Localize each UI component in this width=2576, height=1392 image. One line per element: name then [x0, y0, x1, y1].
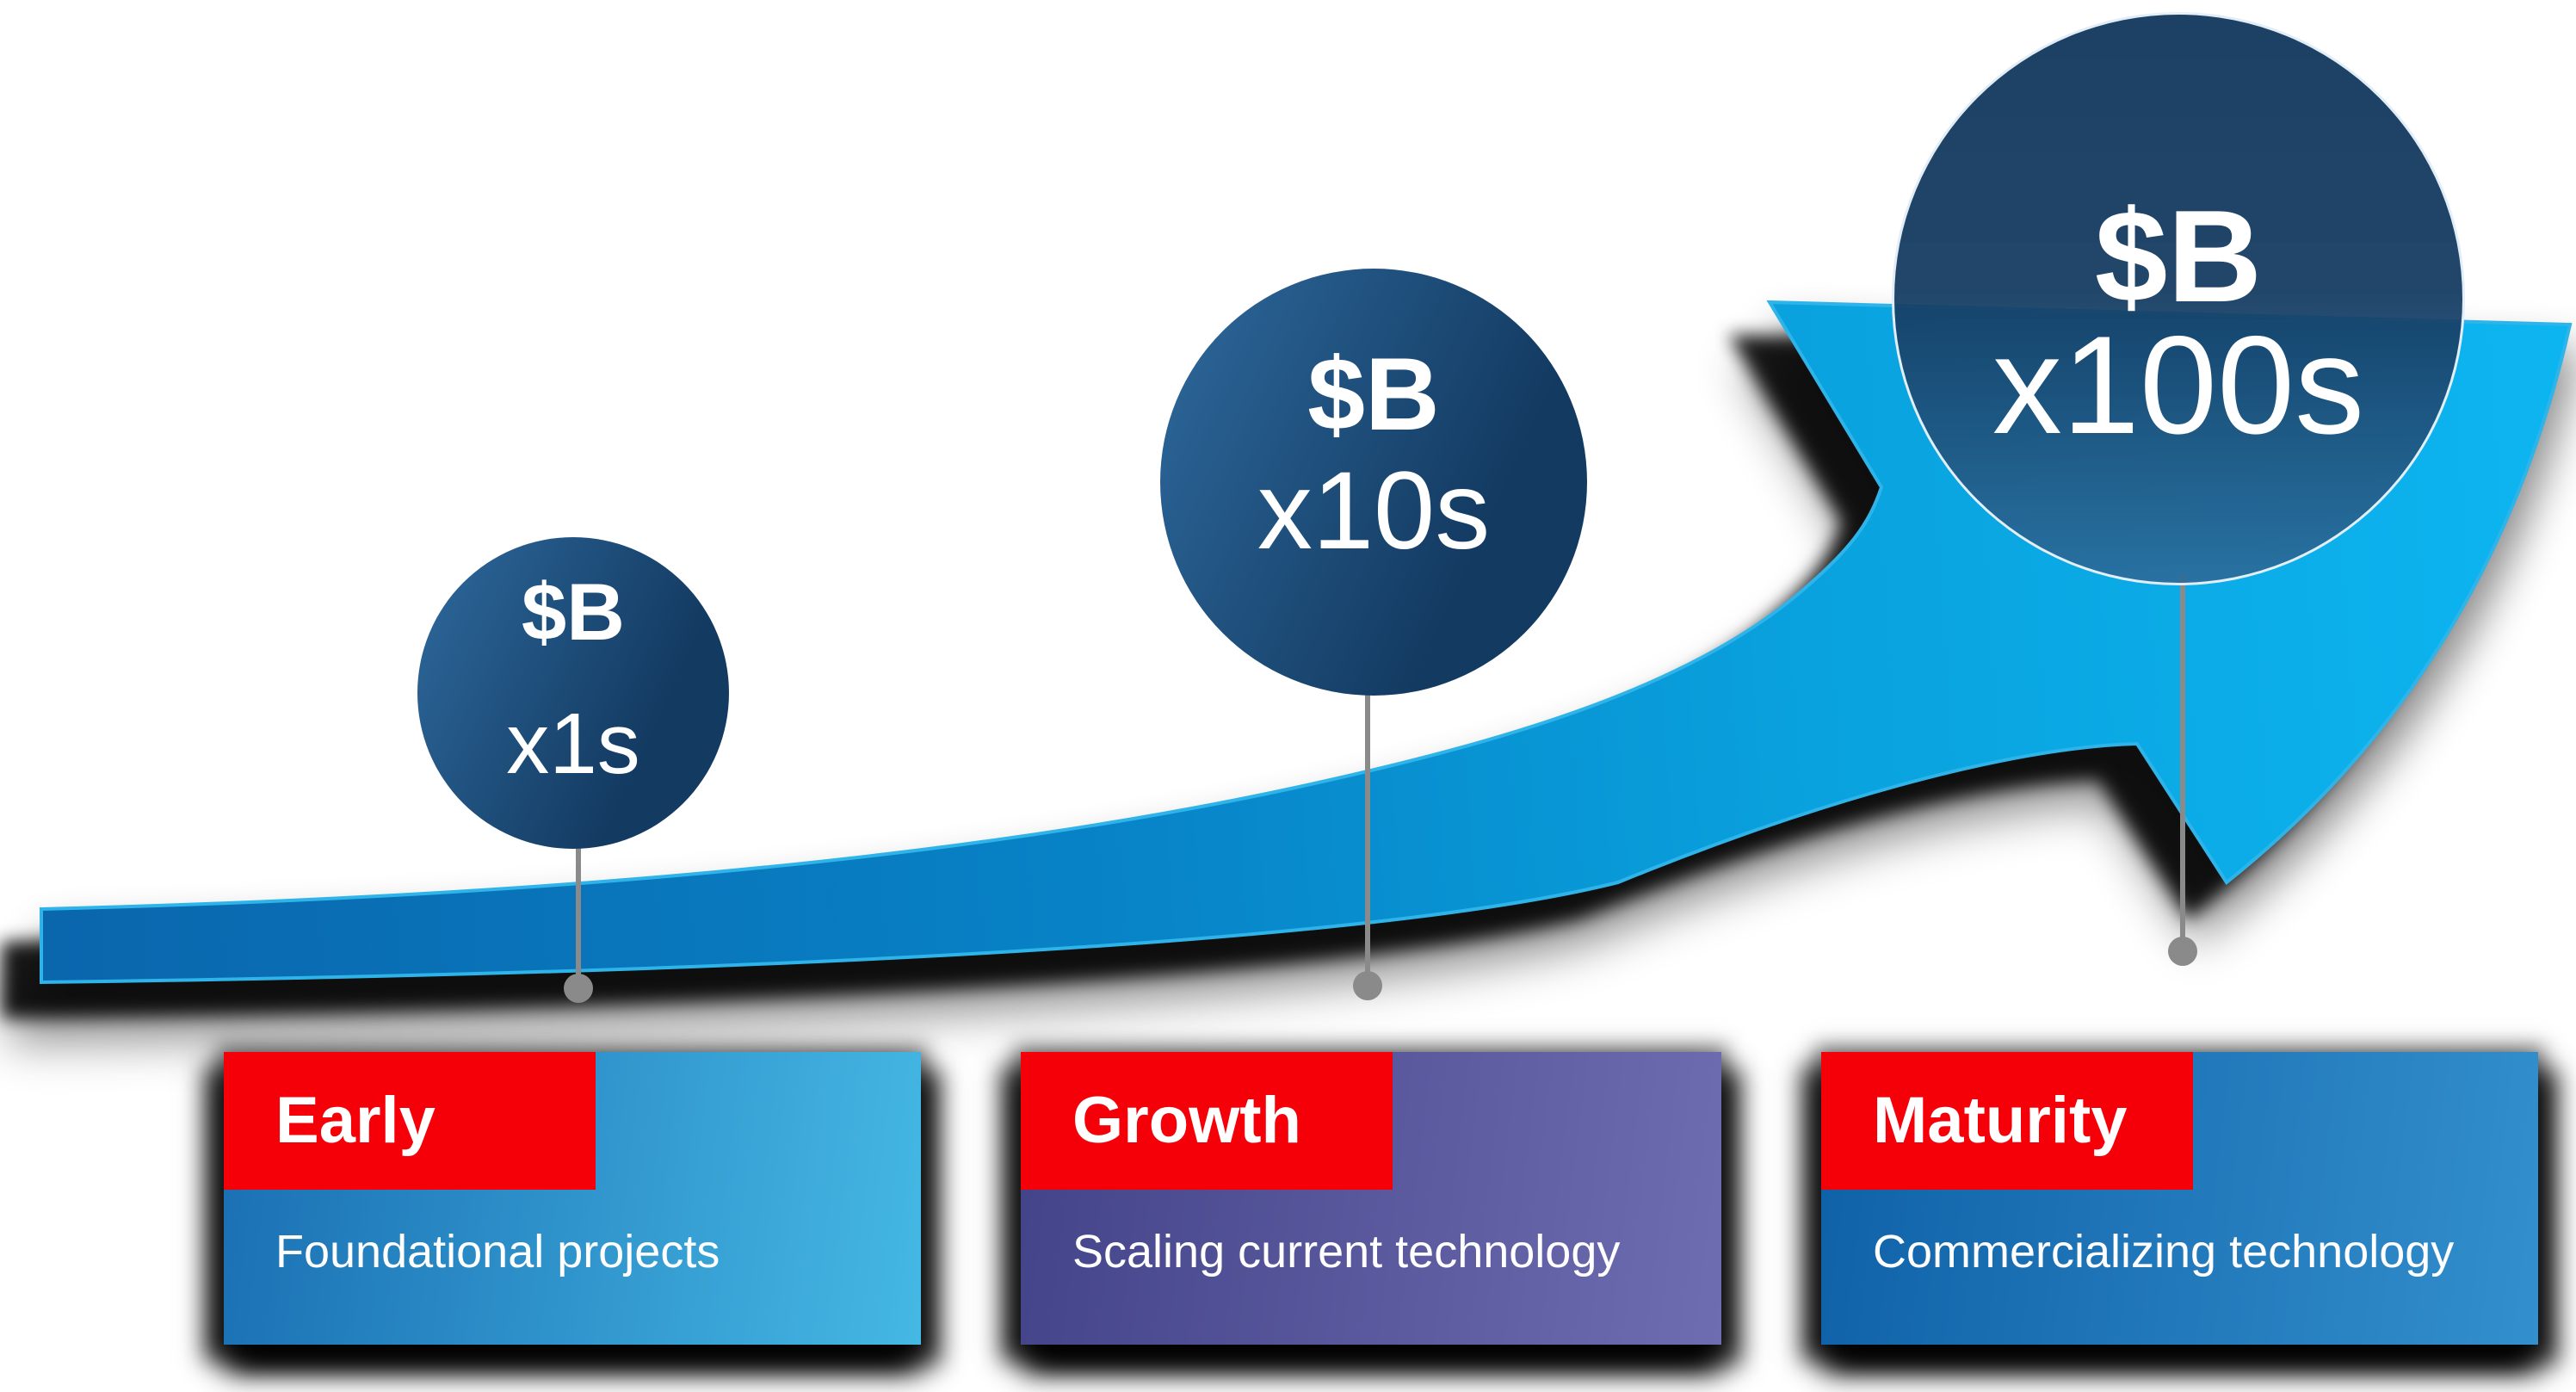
box-maturity-label: Maturity [1873, 1084, 2128, 1157]
box-maturity-description: Commercializing technology [1873, 1226, 2455, 1278]
box-growth-label: Growth [1072, 1084, 1301, 1157]
connector-growth-line [1365, 684, 1370, 987]
box-growth-label-block: Growth [1021, 1052, 1393, 1190]
box-maturity: Maturity Commercializing technology [1821, 1052, 2538, 1345]
box-growth-description: Scaling current technology [1072, 1226, 1621, 1278]
circle-early-value: $B [521, 566, 626, 657]
box-maturity-label-block: Maturity [1821, 1052, 2193, 1190]
circle-growth-scale: x10s [1257, 449, 1491, 572]
box-early-label-block: Early [224, 1052, 596, 1190]
growth-arrow-shape [40, 300, 2573, 985]
circle-early: $B x1s [417, 537, 729, 849]
connector-maturity-line [2180, 575, 2185, 953]
box-growth: Growth Scaling current technology [1021, 1052, 1721, 1345]
circle-growth-value: $B [1307, 337, 1440, 452]
box-early: Early Foundational projects [224, 1052, 921, 1345]
connector-early-dot [564, 974, 593, 1003]
circle-early-scale: x1s [506, 696, 640, 792]
circle-growth: $B x10s [1160, 269, 1587, 696]
connector-early-line [576, 847, 581, 990]
circle-maturity: $B x100s [1892, 12, 2465, 585]
box-early-description: Foundational projects [275, 1226, 720, 1278]
connector-growth-dot [1353, 971, 1382, 1000]
box-early-label: Early [275, 1084, 436, 1157]
circle-maturity-value: $B [2094, 183, 2263, 330]
circle-maturity-scale: x100s [1992, 307, 2365, 463]
connector-maturity-dot [2168, 937, 2197, 966]
